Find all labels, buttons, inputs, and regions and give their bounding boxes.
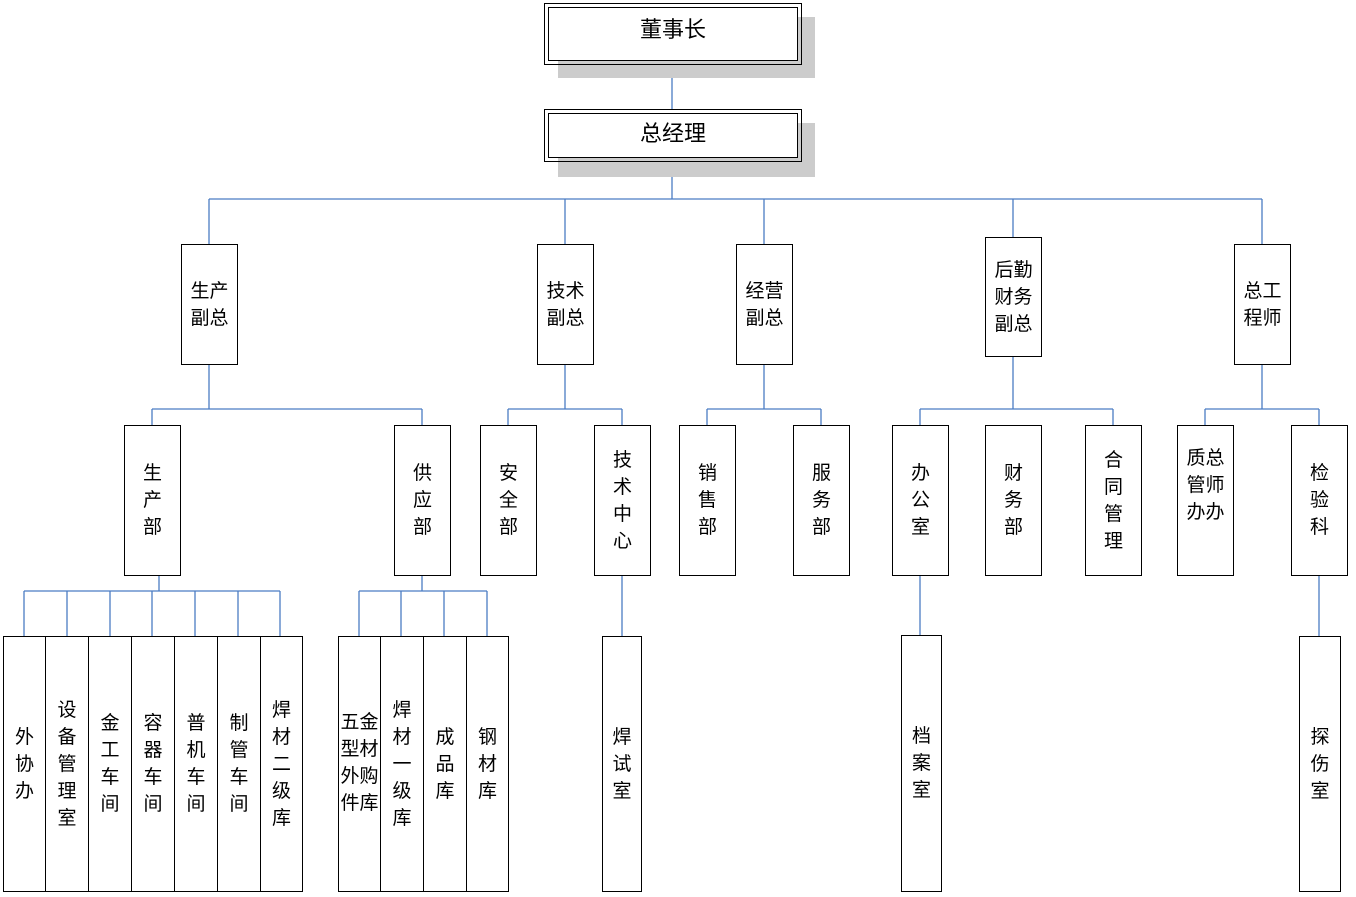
logistics-vp-label: 后勤财务副总 xyxy=(994,258,1033,335)
gm-label: 总经理 xyxy=(639,122,706,147)
finance-dept-box: 财务部 xyxy=(985,425,1042,576)
metalwork-workshop-label: 金工车间 xyxy=(100,712,120,815)
technical-vp-box: 技术副总 xyxy=(537,244,594,365)
pipe-workshop-label: 制管车间 xyxy=(229,712,249,815)
general-machine-workshop-label: 普机车间 xyxy=(186,712,206,815)
service-dept-box: 服务部 xyxy=(793,425,850,576)
supply-dept-label: 供应部 xyxy=(412,462,432,538)
outsourcing-office-label: 外协办 xyxy=(14,725,34,802)
finished-goods-store-box: 成品库 xyxy=(423,636,467,892)
ndt-room-box: 探伤室 xyxy=(1299,636,1341,892)
office-box: 办公室 xyxy=(892,425,949,576)
welding-l2-store-label: 焊材二级库 xyxy=(271,698,291,829)
business-vp-box: 经营副总 xyxy=(736,244,793,365)
business-vp-label: 经营副总 xyxy=(745,279,784,329)
production-vp-label: 生产副总 xyxy=(190,279,229,329)
ndt-room-label: 探伤室 xyxy=(1310,725,1330,802)
technical-vp-label: 技术副总 xyxy=(546,279,585,329)
vessel-workshop-label: 容器车间 xyxy=(143,712,163,815)
steel-store-label: 钢材库 xyxy=(477,725,497,802)
archive-room-label: 档案室 xyxy=(911,725,931,801)
chairman-label: 董事长 xyxy=(639,18,706,43)
office-label: 办公室 xyxy=(910,462,930,538)
tech-center-label: 技术中心 xyxy=(612,448,632,552)
hardware-store-box: 五金型材外购件库 xyxy=(338,636,381,892)
vessel-workshop-box: 容器车间 xyxy=(131,636,175,892)
safety-dept-box: 安全部 xyxy=(480,425,537,576)
pipe-workshop-box: 制管车间 xyxy=(217,636,261,892)
equipment-room-label: 设备管理室 xyxy=(57,698,77,829)
supply-dept-box: 供应部 xyxy=(394,425,451,576)
production-dept-label: 生产部 xyxy=(142,462,162,538)
finance-dept-label: 财务部 xyxy=(1003,462,1023,538)
service-dept-label: 服务部 xyxy=(811,462,831,538)
welding-l2-store-box: 焊材二级库 xyxy=(260,636,303,892)
chief-engineer-label: 总工程师 xyxy=(1243,279,1282,329)
hardware-store-label: 五金型材外购件库 xyxy=(340,711,379,814)
sales-dept-label: 销售部 xyxy=(697,462,717,538)
weld-test-room-box: 焊试室 xyxy=(602,636,642,892)
production-vp-box: 生产副总 xyxy=(181,244,238,365)
quality-office-label: 质总管师办办 xyxy=(1186,447,1225,523)
chairman-box: 董事长 xyxy=(544,3,802,65)
welding-l1-store-box: 焊材一级库 xyxy=(380,636,424,892)
metalwork-workshop-box: 金工车间 xyxy=(88,636,132,892)
contract-mgmt-label: 合同管理 xyxy=(1103,448,1123,552)
tech-center-box: 技术中心 xyxy=(594,425,651,576)
production-dept-box: 生产部 xyxy=(124,425,181,576)
outsourcing-office-box: 外协办 xyxy=(3,636,46,892)
contract-mgmt-box: 合同管理 xyxy=(1085,425,1142,576)
inspection-dept-label: 检验科 xyxy=(1309,462,1329,538)
quality-office-box: 质总管师办办 xyxy=(1177,425,1234,576)
welding-l1-store-label: 焊材一级库 xyxy=(392,698,412,829)
chief-engineer-box: 总工程师 xyxy=(1234,244,1291,365)
sales-dept-box: 销售部 xyxy=(679,425,736,576)
inspection-dept-box: 检验科 xyxy=(1291,425,1348,576)
finished-goods-store-label: 成品库 xyxy=(435,725,455,802)
weld-test-room-label: 焊试室 xyxy=(612,725,632,802)
logistics-vp-box: 后勤财务副总 xyxy=(985,237,1042,357)
equipment-room-box: 设备管理室 xyxy=(45,636,89,892)
general-machine-workshop-box: 普机车间 xyxy=(174,636,218,892)
safety-dept-label: 安全部 xyxy=(498,462,518,538)
steel-store-box: 钢材库 xyxy=(466,636,509,892)
archive-room-box: 档案室 xyxy=(901,635,942,892)
gm-box: 总经理 xyxy=(544,109,802,162)
